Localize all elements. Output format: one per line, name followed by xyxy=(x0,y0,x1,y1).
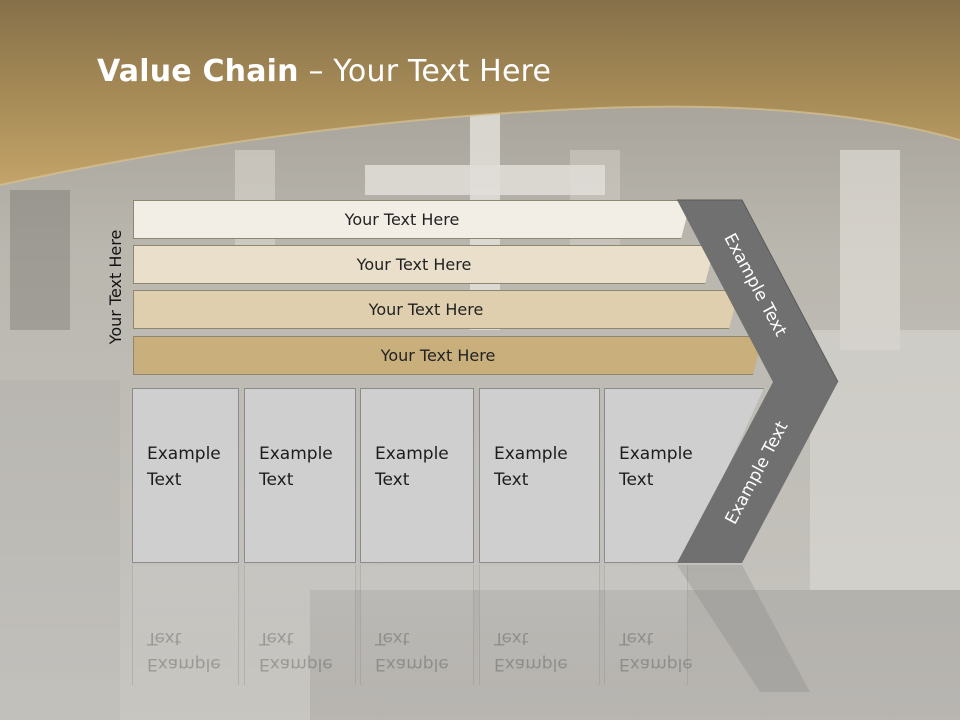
box-line-1: Example xyxy=(494,444,568,464)
box-line-2: Text xyxy=(147,470,182,490)
primary-box-1: Example Text xyxy=(132,388,239,563)
box-line-1: Example xyxy=(375,444,449,464)
support-bar-label: Your Text Here xyxy=(368,300,484,319)
primary-box-4: Example Text xyxy=(479,388,600,563)
primary-box-2: Example Text xyxy=(244,388,356,563)
box-line-2: Text xyxy=(494,470,529,490)
box-line-2: Text xyxy=(259,470,294,490)
support-bar-3: Your Text Here xyxy=(133,290,739,329)
support-bar-label: Your Text Here xyxy=(356,255,472,274)
support-bar-4: Your Text Here xyxy=(133,336,763,375)
support-bar-1: Your Text Here xyxy=(133,200,691,239)
title-bold: Value Chain xyxy=(97,54,299,89)
box-line-1: Example xyxy=(259,444,333,464)
box-line-2: Text xyxy=(619,470,654,490)
box-line-1: Example xyxy=(147,444,221,464)
primary-box-3: Example Text xyxy=(360,388,474,563)
box-line-1: Example xyxy=(619,444,693,464)
support-bar-2: Your Text Here xyxy=(133,245,715,284)
box-line-2: Text xyxy=(375,470,410,490)
support-bar-label: Your Text Here xyxy=(344,210,460,229)
slide-title: Value Chain – Your Text Here xyxy=(97,54,551,89)
support-bar-label: Your Text Here xyxy=(380,346,496,365)
title-rest: – Your Text Here xyxy=(298,54,552,89)
